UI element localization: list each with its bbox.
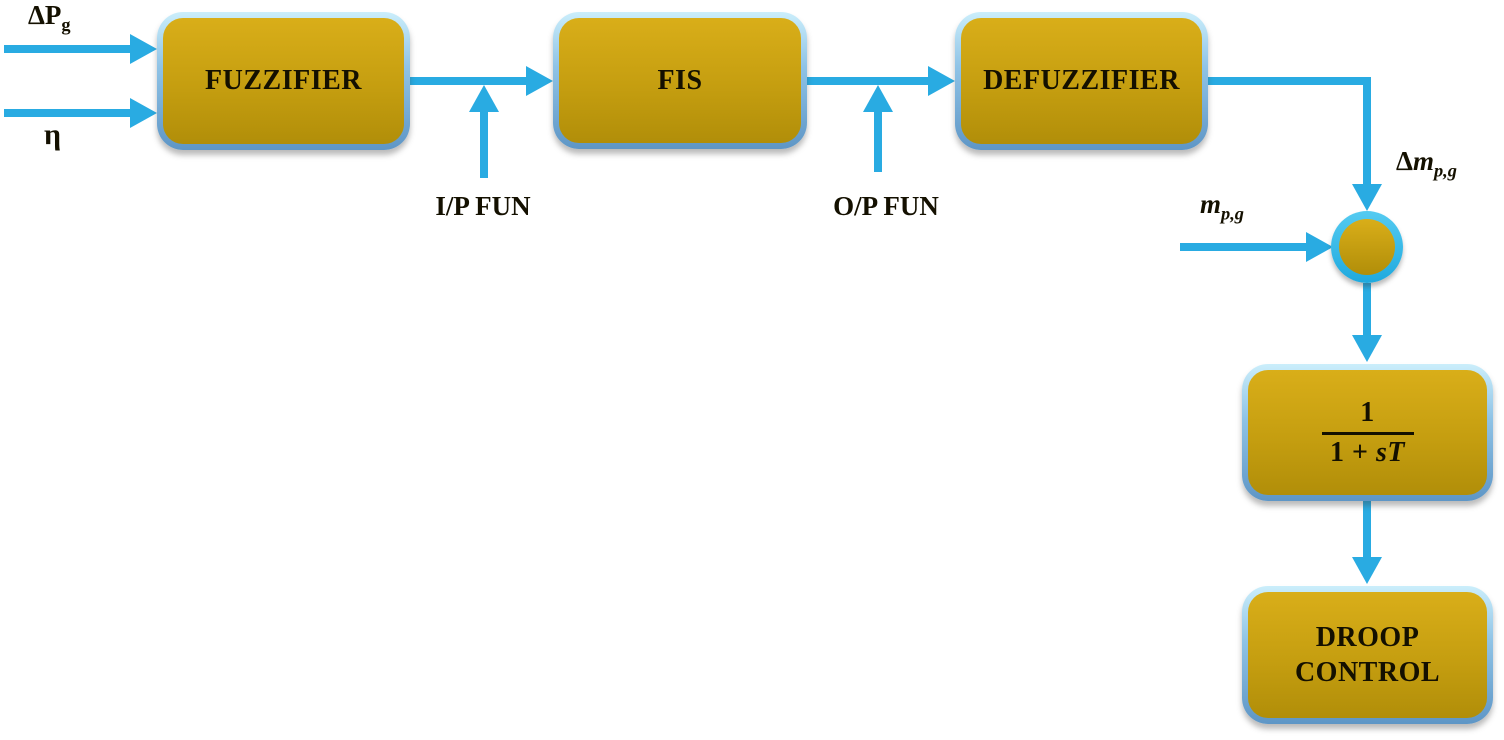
block-fis-label: FIS <box>657 64 703 96</box>
droop-label-line1: DROOP <box>1315 622 1420 653</box>
summing-junction <box>1331 211 1403 283</box>
block-fis-face: FIS <box>559 18 801 143</box>
label-m-pg: mp,g <box>1200 189 1244 224</box>
block-fuzzifier-label: FUZZIFIER <box>205 65 362 96</box>
fraction-bar <box>1321 431 1414 435</box>
connector-delta-pg-to-fuzzifier-arrowhead-icon <box>130 34 157 64</box>
connector-sum-to-transfer-function-arrowhead-icon <box>1352 335 1382 362</box>
block-fis: FIS <box>553 12 807 149</box>
label-delta-pg: ΔPg <box>28 0 71 35</box>
block-transfer-function-face: 1 1 + sT <box>1248 370 1487 495</box>
connector-eta-to-fuzzifier-arrowhead-icon <box>130 98 157 128</box>
label-ip-fun: I/P FUN <box>435 191 531 221</box>
block-defuzzifier: DEFUZZIFIER <box>955 12 1208 150</box>
transfer-function-fraction: 1 1 + sT <box>1321 397 1414 468</box>
block-droop-control-face: DROOP CONTROL <box>1248 592 1487 718</box>
connector-fis-to-defuzzifier-arrowhead-icon <box>928 66 955 96</box>
label-eta: η <box>44 118 62 151</box>
connector-transfer-function-to-droop-arrowhead-icon <box>1352 557 1382 584</box>
connector-defuzzifier-to-sum-arrowhead-icon <box>1352 184 1382 211</box>
droop-label-line2: CONTROL <box>1294 657 1441 688</box>
fraction-numerator: 1 <box>1360 397 1375 429</box>
block-defuzzifier-face: DEFUZZIFIER <box>961 18 1202 144</box>
summing-junction-face <box>1339 219 1395 275</box>
fraction-denominator: 1 + sT <box>1330 436 1405 468</box>
label-op-fun: O/P FUN <box>833 191 939 221</box>
connector-defuzzifier-to-sum <box>1208 77 1371 191</box>
block-droop-control: DROOP CONTROL <box>1242 586 1493 724</box>
block-fuzzifier-face: FUZZIFIER <box>163 18 404 144</box>
block-fuzzifier: FUZZIFIER <box>157 12 410 150</box>
connector-mpg-to-sum-arrowhead-icon <box>1306 232 1333 262</box>
label-delta-m-pg: Δmp,g <box>1396 146 1457 181</box>
block-transfer-function: 1 1 + sT <box>1242 364 1493 501</box>
block-defuzzifier-label: DEFUZZIFIER <box>983 65 1180 96</box>
connector-ip-fun-up-arrowhead-icon <box>469 85 499 112</box>
connector-fuzzifier-to-fis-arrowhead-icon <box>526 66 553 96</box>
connector-op-fun-up-arrowhead-icon <box>863 85 893 112</box>
